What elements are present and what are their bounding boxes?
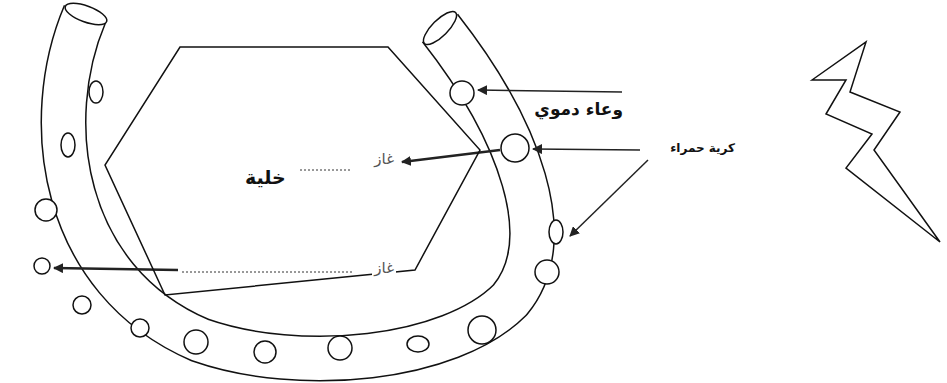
dotted-line — [182, 272, 352, 273]
leader-line — [533, 149, 640, 150]
vessel-lumen — [64, 14, 533, 359]
part-label: وعاء دموي — [532, 99, 625, 119]
gas-arrow — [402, 150, 500, 162]
dotted-line — [300, 170, 352, 171]
lightning-symbol — [812, 42, 940, 242]
part-label: كرية حمراء — [668, 141, 737, 155]
leader-line — [570, 160, 648, 236]
part-label: غاز — [372, 259, 396, 277]
red-blood-cells — [34, 81, 563, 363]
vessel-outline — [64, 14, 533, 359]
cell-outline — [95, 40, 495, 305]
leader-line — [478, 90, 622, 92]
vessel-end — [63, 0, 110, 29]
gas-arrow — [54, 268, 178, 270]
vessel-end — [419, 7, 461, 49]
part-label: غاز — [372, 150, 396, 168]
cell-shape: خلية — [95, 40, 495, 305]
cell-label: خلية — [245, 166, 286, 188]
